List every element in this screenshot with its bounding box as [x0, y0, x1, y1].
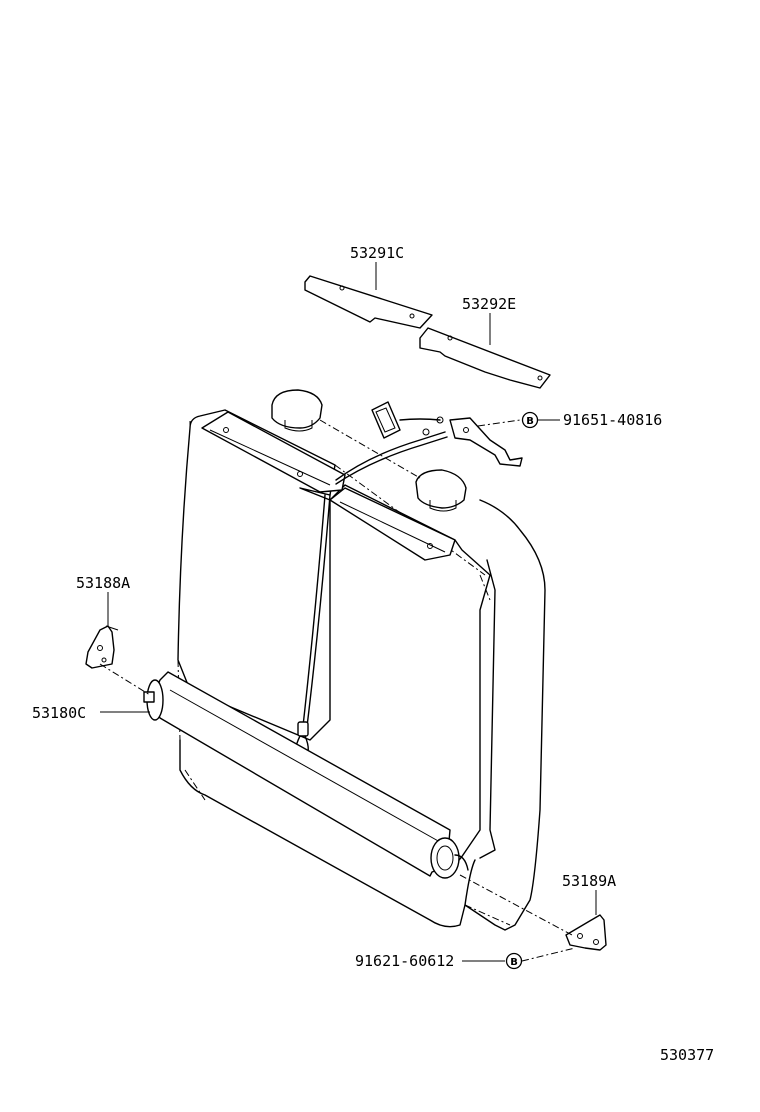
knob-right [415, 469, 467, 512]
part-label-91621-60612: 91621-60612 [355, 952, 454, 970]
top-bracket-right [329, 487, 456, 561]
roller-tube [143, 671, 469, 879]
part-label-53188A: 53188A [76, 574, 130, 592]
fastener-marker-letter: B [510, 957, 518, 968]
bracket-left [85, 625, 119, 669]
part-label-53180C: 53180C [32, 704, 86, 722]
part-label-53291C: 53291C [350, 244, 404, 262]
knob-left [271, 389, 323, 432]
part-label-53292E: 53292E [462, 295, 516, 313]
part-label-53189A: 53189A [562, 872, 616, 890]
release-bracket [422, 417, 523, 467]
bracket-left-link [99, 663, 151, 696]
bracket-right [565, 905, 607, 951]
bracket-right-link [459, 874, 573, 936]
fastener-link-lower [521, 947, 576, 962]
diagram-number: 530377 [660, 1046, 714, 1064]
pad-53291C [304, 275, 433, 329]
knob-link-line [319, 419, 421, 479]
part-label-91651-40816: 91651-40816 [563, 411, 662, 429]
fastener-marker-upper: B [521, 411, 539, 429]
fastener-marker-lower: B [505, 952, 523, 970]
fastener-marker-letter: B [526, 416, 534, 427]
seat-back-body [177, 409, 546, 931]
release-cord [294, 401, 448, 761]
top-bracket-left [201, 411, 346, 493]
pad-53292E [419, 327, 551, 389]
